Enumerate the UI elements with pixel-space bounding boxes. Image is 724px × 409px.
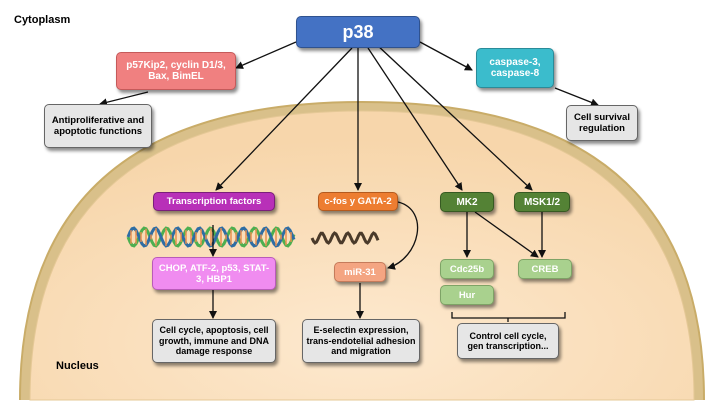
arrow-p38-caspase bbox=[419, 41, 473, 71]
arrow-p38-tf bbox=[215, 47, 353, 191]
node-control: Control cell cycle, gen transcription... bbox=[457, 323, 559, 359]
arrow-p38-mk2 bbox=[367, 47, 463, 191]
arrow-cfos-mir31 bbox=[387, 201, 419, 270]
node-antiprolif: Antiproliferative and apoptotic function… bbox=[44, 104, 152, 148]
node-cfos: c-fos y GATA-2 bbox=[318, 192, 398, 211]
cytoplasm-label: Cytoplasm bbox=[14, 14, 71, 26]
node-p57: p57Kip2, cyclin D1/3, Bax, BimEL bbox=[116, 52, 236, 90]
arrow-p38-p57 bbox=[235, 41, 297, 69]
arrow-mk2-creb bbox=[474, 211, 539, 258]
nucleus-label: Nucleus bbox=[56, 360, 99, 372]
node-cdc25b: Cdc25b bbox=[440, 259, 494, 279]
node-cellcycle: Cell cycle, apoptosis, cell growth, immu… bbox=[152, 319, 276, 363]
node-mir31: miR-31 bbox=[334, 262, 386, 282]
dna-helix-icon bbox=[126, 226, 296, 248]
node-hur: Hur bbox=[440, 285, 494, 305]
rna-strand-icon bbox=[310, 231, 380, 245]
node-transcription-factors: Transcription factors bbox=[153, 192, 275, 211]
arrow-p38-msk bbox=[375, 43, 533, 191]
node-caspase: caspase-3, caspase-8 bbox=[476, 48, 554, 88]
node-mk2: MK2 bbox=[440, 192, 494, 212]
bracket-control bbox=[451, 312, 566, 322]
node-msk: MSK1/2 bbox=[514, 192, 570, 212]
node-p38: p38 bbox=[296, 16, 420, 48]
node-survival: Cell survival regulation bbox=[566, 105, 638, 141]
arrow-caspase-survival bbox=[554, 87, 599, 107]
node-creb: CREB bbox=[518, 259, 572, 279]
node-eselectin: E-selectin expression, trans-endotelial … bbox=[302, 319, 420, 363]
arrow-p57-antiprolif bbox=[99, 91, 149, 107]
node-chop: CHOP, ATF-2, p53, STAT-3, HBP1 bbox=[152, 257, 276, 290]
